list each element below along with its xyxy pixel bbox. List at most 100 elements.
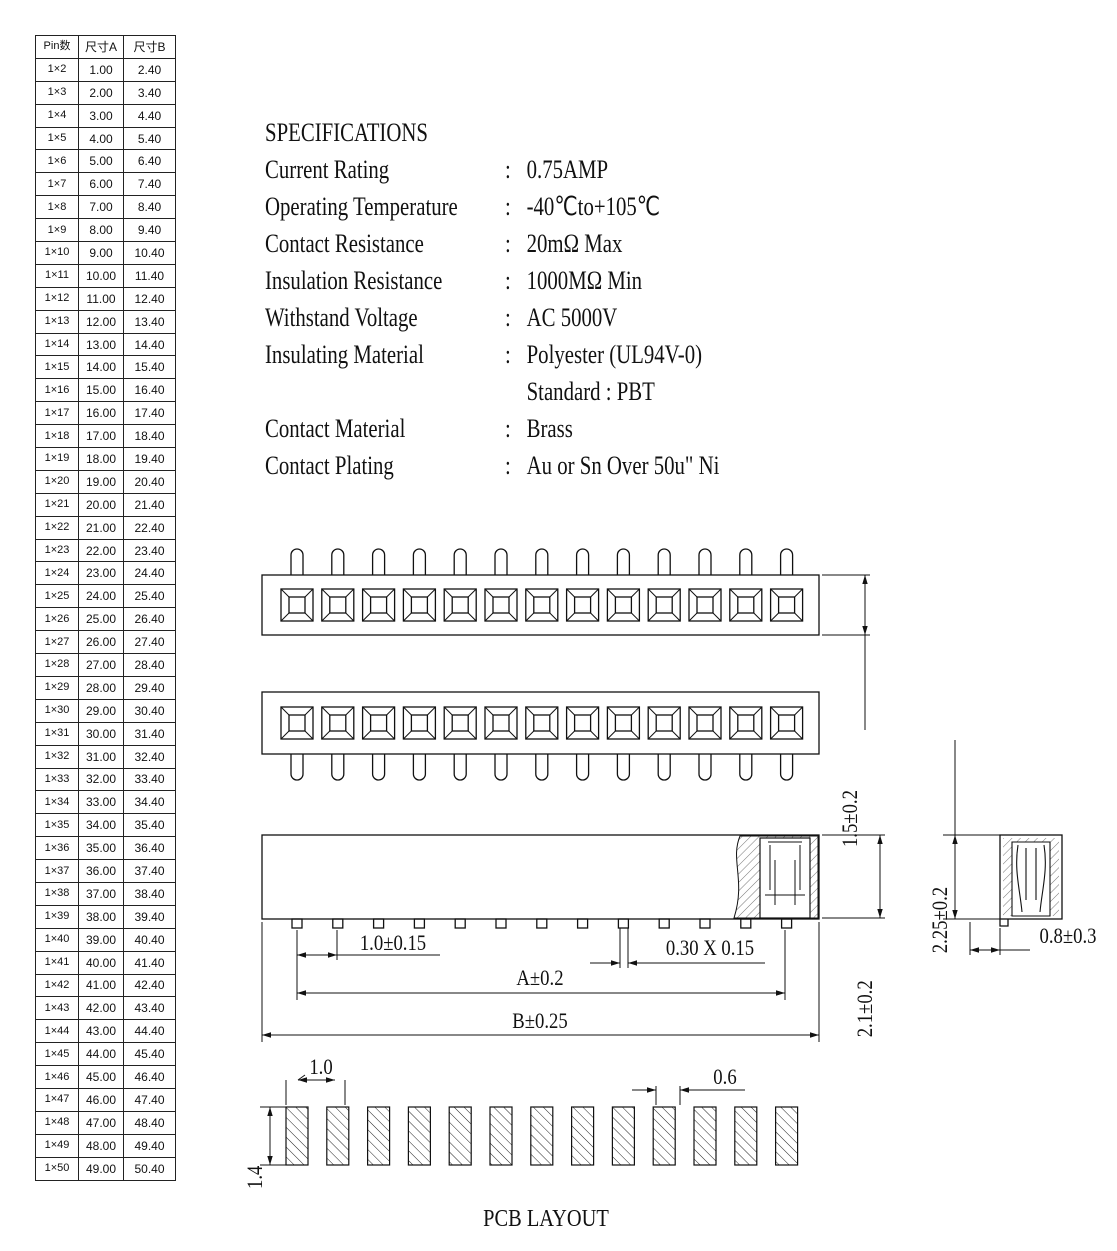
contact-cavity: [769, 588, 804, 622]
pcb-pad: [367, 1106, 391, 1166]
contact-inner: [777, 596, 796, 614]
contact-inner: [369, 714, 388, 732]
pcb-pad: [326, 1106, 350, 1166]
spec-colon: :: [505, 303, 511, 332]
pin-tail: [657, 548, 671, 575]
cavity-chamfer: [688, 706, 722, 740]
contact-cavity: [321, 588, 355, 622]
spec-label: Operating Temperature: [265, 192, 458, 221]
cavity-chamfer: [443, 588, 477, 622]
cavity-chamfer: [647, 706, 681, 740]
spec-value: Au or Sn Over 50u" Ni: [526, 451, 720, 480]
spec-colon: :: [505, 155, 511, 184]
spec-colon: :: [505, 229, 511, 258]
contact-cavity: [361, 588, 396, 622]
pin-stub: [780, 918, 793, 929]
contact-inner: [288, 596, 306, 614]
spec-title: SPECIFICATIONS: [265, 118, 428, 147]
spec-value: AC 5000V: [526, 303, 618, 332]
contact-inner: [655, 596, 673, 614]
contact-inner: [696, 596, 714, 614]
pin-tail: [575, 548, 590, 575]
contact-cavity: [484, 588, 518, 622]
pin-stub: [576, 918, 589, 929]
cavity-chamfer: [729, 706, 763, 740]
cavity-chamfer: [321, 588, 355, 622]
contact-inner: [329, 714, 347, 732]
contact-inner: [533, 596, 551, 614]
contact-cavity: [525, 588, 559, 622]
pin-tail: [698, 754, 712, 781]
pcb-pad: [570, 1106, 595, 1166]
cavity-chamfer: [362, 588, 395, 622]
pcb-layout-title: PCB LAYOUT: [483, 1204, 609, 1231]
pcb-pad: [693, 1106, 717, 1166]
contact-inner: [777, 714, 796, 732]
cavity-chamfer: [770, 588, 803, 622]
spec-value: 20mΩ Max: [526, 229, 623, 258]
contact-inner: [696, 714, 714, 732]
cavity-chamfer: [280, 706, 314, 740]
contact-inner: [614, 714, 633, 732]
housing-outline: [261, 574, 820, 636]
pin-tail: [453, 754, 467, 781]
label-pad-width: 0.6: [713, 1066, 736, 1090]
cavity-chamfer: [566, 588, 599, 622]
pin-stub: [658, 918, 670, 929]
side-cavity: [1011, 841, 1051, 917]
label-pitch: 1.0±0.15: [360, 932, 426, 956]
contact-inner: [451, 714, 469, 732]
size-b-cell: 45.40: [123, 1042, 176, 1067]
section-cavity: [759, 837, 811, 919]
contact-inner: [492, 714, 510, 732]
pin-stub: [332, 918, 344, 929]
spec-value: Brass: [526, 414, 573, 443]
size-b-cell: 7.40: [123, 172, 176, 197]
spec-value: Standard : PBT: [526, 377, 655, 406]
cavity-chamfer: [443, 706, 477, 740]
leader-line: [297, 1074, 306, 1081]
pin-tail: [616, 754, 631, 781]
contact-inner: [737, 596, 755, 614]
pcb-pad: [530, 1106, 554, 1166]
pcb-layout: [285, 1106, 799, 1166]
contact-inner: [614, 596, 633, 614]
pin-tail: [371, 754, 386, 781]
top-view-upper: [261, 548, 820, 636]
cavity-chamfer: [484, 706, 518, 740]
cavity-chamfer: [770, 706, 803, 740]
side-pin: [999, 919, 1009, 927]
spec-colon: :: [505, 451, 511, 480]
spec-label: Contact Resistance: [265, 229, 424, 258]
contact-inner: [655, 714, 673, 732]
pin-tail: [331, 548, 345, 575]
table-header-row: Pin数 尺寸A 尺寸B: [35, 35, 176, 59]
label-pad-length: 1.4: [244, 1166, 268, 1189]
housing-front: [261, 834, 820, 920]
spec-label: Insulating Material: [265, 340, 424, 369]
pin-tail: [535, 754, 549, 781]
contact-cavity: [443, 706, 477, 740]
contact-inner: [288, 714, 306, 732]
pin-tail: [494, 754, 508, 781]
contact-cavity: [525, 706, 559, 740]
